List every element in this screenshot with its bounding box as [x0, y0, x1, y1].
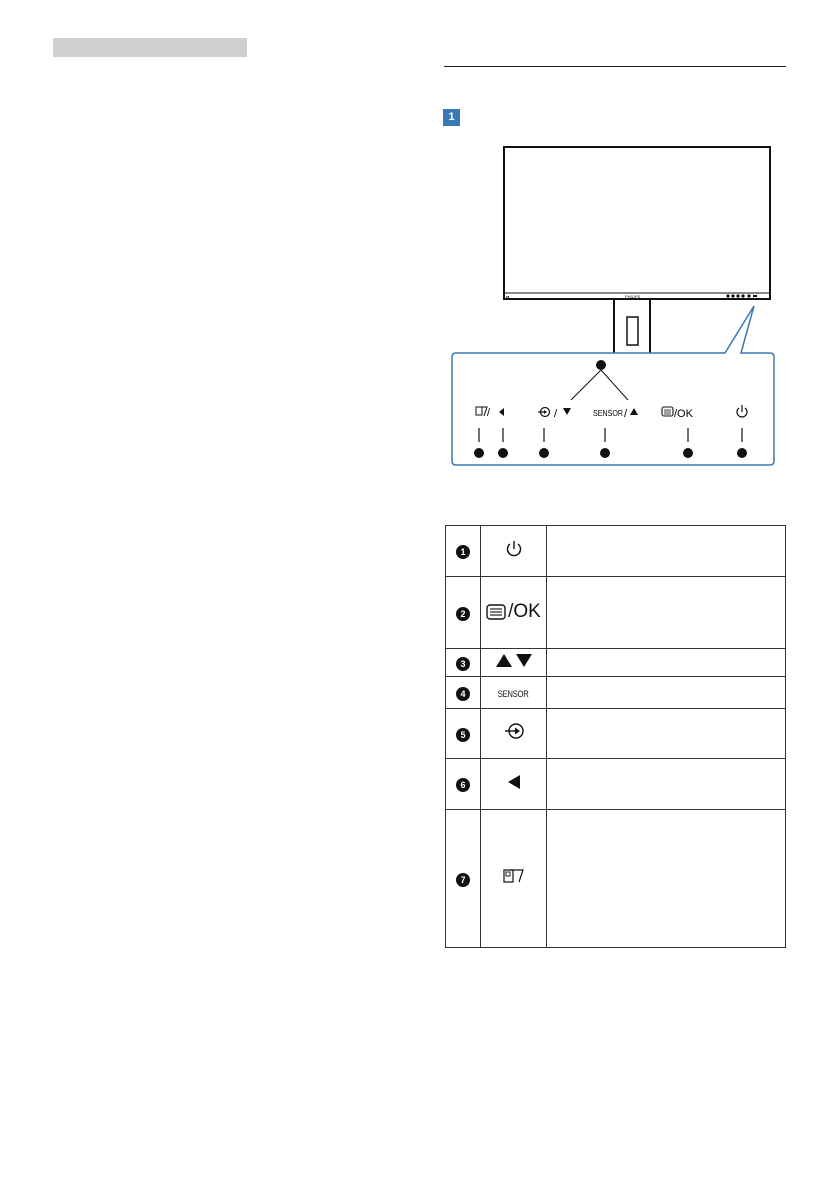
- input-down-button-label: /: [538, 406, 571, 420]
- row-number: 3: [456, 656, 470, 671]
- menu-ok-icon: /OK: [486, 601, 541, 623]
- input-icon: [504, 723, 524, 739]
- table-row: 6: [445, 758, 786, 810]
- bezel-buttons: [726, 294, 757, 298]
- smartimage-icon: [502, 869, 524, 883]
- callout-marker-3: [596, 360, 606, 370]
- row-number: 2: [456, 606, 470, 621]
- header-gray-bar: [53, 38, 247, 57]
- row-number: 6: [456, 778, 470, 792]
- svg-text:/: /: [554, 408, 558, 420]
- monitor-illustration: ▮▮ PHILIPS: [503, 146, 771, 353]
- row-description: [546, 576, 786, 649]
- row-number: 4: [456, 686, 470, 701]
- svg-text:▮▮: ▮▮: [506, 295, 510, 299]
- smartimage-left-button-label: /: [475, 406, 504, 419]
- monitor-controls-diagram: ▮▮ PHILIPS /: [451, 146, 775, 466]
- sensor-up-button-label: SENSOR /: [593, 408, 638, 420]
- row-description: [546, 648, 786, 677]
- power-icon: [506, 540, 521, 556]
- table-row: 4 SENSOR: [445, 676, 786, 709]
- up-down-icon: [495, 654, 532, 667]
- button-key-table: 1 2 /OK 3: [445, 525, 786, 948]
- table-row: 5: [445, 708, 786, 759]
- table-row: 2 /OK: [445, 576, 786, 649]
- down-arrow-icon: [563, 408, 571, 415]
- row-description: [546, 525, 786, 577]
- row-number: 1: [456, 545, 470, 559]
- row-description: [546, 708, 786, 759]
- sensor-icon: SENSOR: [498, 688, 529, 699]
- row-description: [546, 676, 786, 709]
- menu-icon: [661, 406, 674, 417]
- svg-text:/: /: [624, 408, 628, 420]
- left-arrow-icon: [507, 774, 520, 789]
- svg-text:/OK: /OK: [674, 408, 694, 420]
- table-row: 3: [445, 648, 786, 677]
- row-number: 5: [456, 727, 470, 742]
- up-arrow-icon: [630, 408, 638, 415]
- input-icon: [538, 406, 551, 418]
- table-row: 7: [445, 809, 786, 948]
- button-callout: [451, 305, 775, 466]
- svg-text:SENSOR: SENSOR: [593, 409, 623, 418]
- section-marker-badge: 1: [443, 109, 460, 126]
- section-rule: [444, 66, 786, 67]
- menu-ok-button-label: /OK: [661, 406, 694, 420]
- brand-logo: PHILIPS: [625, 294, 641, 299]
- power-button-label: [736, 405, 748, 418]
- left-arrow-icon: [499, 408, 504, 416]
- leader-dots: [474, 428, 747, 458]
- svg-text:/: /: [487, 407, 491, 419]
- smartimage-icon: [475, 406, 488, 417]
- row-description: [546, 809, 786, 948]
- table-row: 1: [445, 525, 786, 577]
- row-description: [546, 758, 786, 810]
- row-number: 7: [456, 872, 470, 887]
- power-icon: [736, 405, 748, 418]
